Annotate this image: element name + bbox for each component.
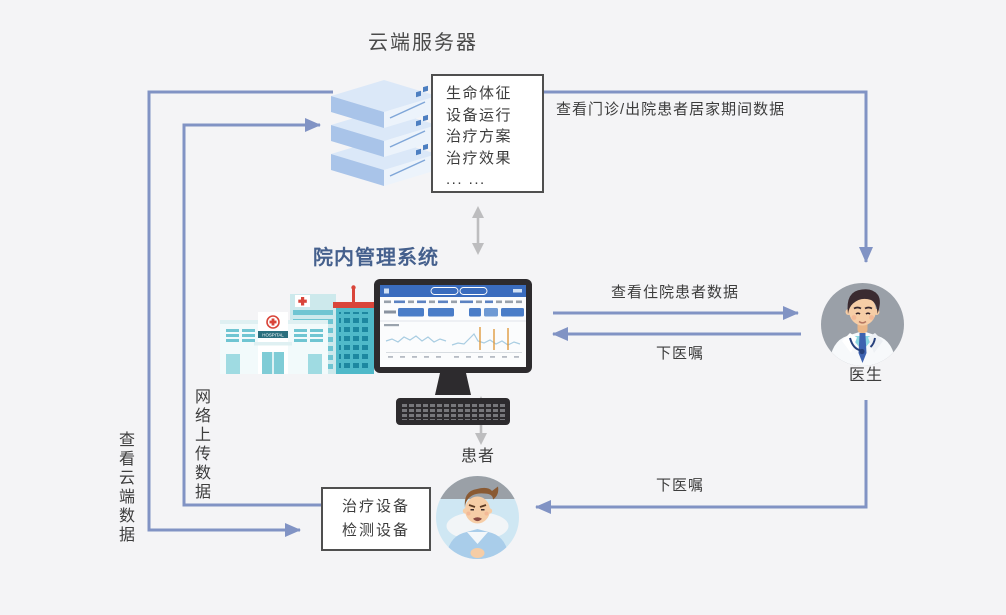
- dashboard-toolbar-row: [384, 308, 524, 317]
- cloud-data-item: 治疗方案: [446, 128, 513, 145]
- arrow-view-outpatient-data: [531, 90, 873, 263]
- cloud-server-icon: [331, 80, 437, 186]
- doctor-avatar: [821, 283, 904, 366]
- dashboard-filter-row: [384, 300, 522, 304]
- doctor-label: 医生: [849, 367, 884, 384]
- cloud-server-title: 云端服务器: [368, 32, 478, 54]
- label-view-outpatient-data: 查看门诊/出院患者居家期间数据: [556, 101, 786, 118]
- red-cross-icon: [269, 318, 277, 326]
- device-box-line: 治疗设备: [341, 498, 410, 515]
- label-doctor-order-mid: 下医嘱: [656, 345, 705, 362]
- label-doctor-order-bottom: 下医嘱: [656, 477, 705, 494]
- patient-avatar: [436, 476, 519, 559]
- arrow-network-upload: [182, 118, 323, 507]
- label-view-inpatient-data: 查看住院患者数据: [611, 284, 740, 301]
- cloud-data-item: ... ...: [446, 171, 486, 188]
- cloud-data-item: 生命体征: [446, 85, 513, 102]
- red-cross-icon: [298, 297, 307, 306]
- dashboard-charts: [385, 327, 522, 358]
- hms-title: 院内管理系统: [313, 247, 439, 269]
- cloud-data-box: 生命体征 设备运行 治疗方案 治疗效果 ... ...: [431, 74, 544, 193]
- cloud-data-item: 设备运行: [446, 106, 513, 124]
- device-box-line: 检测设备: [341, 522, 410, 539]
- hospital-sign-text: HOSPITAL: [262, 332, 284, 337]
- arrow-doctor-order-bottom: [535, 400, 868, 514]
- hospital-building-illustration: HOSPITAL: [220, 285, 377, 374]
- device-box: 治疗设备 检测设备: [321, 487, 431, 551]
- dashboard-header: [380, 285, 526, 297]
- label-view-cloud-data: 查看云端数据: [116, 431, 133, 545]
- keyboard-illustration: [396, 398, 510, 425]
- arrow-sync-cloud-hms: [472, 206, 484, 255]
- patient-label: 患者: [461, 448, 496, 465]
- cloud-data-item: 治疗效果: [446, 149, 513, 167]
- arrow-view-cloud-data: [147, 90, 333, 537]
- monitor-illustration: [374, 279, 532, 425]
- label-network-upload-data: 网络上传数据: [192, 388, 209, 502]
